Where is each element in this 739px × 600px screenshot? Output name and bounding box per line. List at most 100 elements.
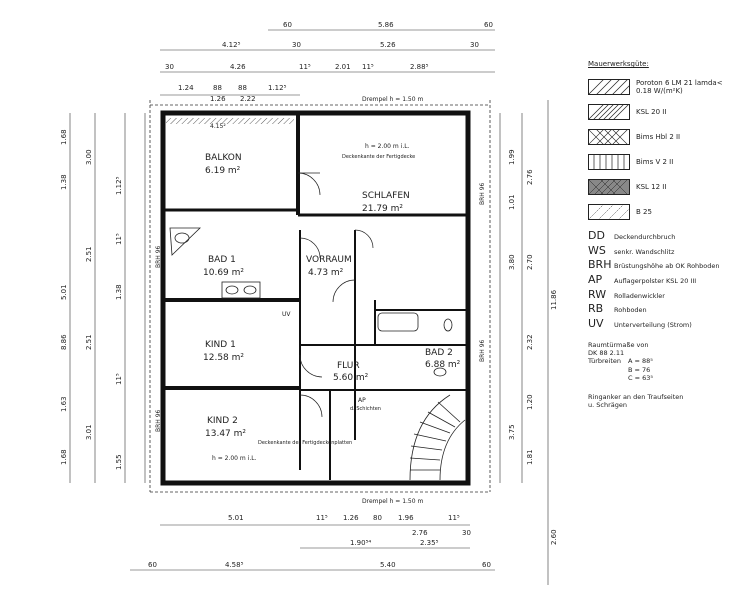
dim-text: 2.22 (240, 95, 256, 103)
abbr-key: BRH (588, 258, 612, 272)
dim-text: 4.26 (230, 63, 246, 71)
dim-text: 11.86 (550, 289, 558, 310)
dim-text: 1.38 (115, 284, 123, 300)
dim-text: 1.68 (60, 449, 68, 465)
legend-material: KSL 20 II (588, 101, 736, 122)
dim-text: 2.76 (412, 529, 428, 537)
dim-text: 11⁵ (115, 373, 123, 385)
dim-text: 2.01 (335, 63, 351, 71)
legend-panel: Mauerwerksgüte: Poroton 6 LM 21 lamda< 0… (588, 60, 736, 410)
balcony-rail (166, 118, 294, 124)
brh-label: BRH 96 (155, 409, 162, 432)
dim-text: 4.12⁵ (222, 41, 241, 49)
room-name-bad1: BAD 1 (208, 255, 236, 265)
dim-text: 2.76 (526, 169, 534, 185)
room-area-kind1: 12.58 m² (203, 353, 244, 363)
note-line: Ringanker an den Traufseiten (588, 392, 684, 401)
toilet-bad2 (433, 318, 453, 377)
legend-notes: Raumtürmaße von DK 88 2.11 Türbreiten A … (588, 341, 736, 410)
dim-text: 2.60 (550, 529, 558, 545)
drempel-lines (149, 100, 491, 493)
abbr-value: Auflagerpolster KSL 20 III (614, 276, 697, 285)
dim-text: 1.96 (398, 514, 414, 522)
ap-note: d. Schichten (350, 406, 381, 412)
dim-text: 2.35⁵ (420, 539, 439, 547)
room-name-balkon: BALKON (205, 153, 242, 163)
dim-text: 1.24 (178, 84, 194, 92)
dim-text: 60 (482, 561, 491, 569)
hatch-swatch-icon (588, 78, 630, 95)
abbr-value: Unterverteilung (Strom) (614, 320, 692, 329)
crosshatch-swatch-icon (588, 128, 630, 145)
abbr-key: UV (588, 316, 604, 330)
dim-text: 5.26 (380, 41, 396, 49)
brh-label: BRH 96 (479, 182, 486, 205)
dim-text: 1.55 (115, 454, 123, 470)
dim-text: 3.75 (508, 424, 516, 440)
abbr-key: DD (588, 229, 605, 243)
dim-text: 60 (484, 21, 493, 29)
interior-walls (163, 113, 468, 480)
note-line: Raumtürmaße von (588, 340, 649, 349)
note-line: A = 88⁵ (628, 357, 653, 366)
legend-material-label: Poroton 6 LM 21 lamda< 0.18 W/(m²K) (636, 78, 723, 95)
right-dimension-labels: 1.99 1.01 2.76 3.80 2.70 11.86 2.32 1.20… (508, 149, 558, 545)
abbr-key: WS (588, 243, 606, 257)
legend-material-label: Bims V 2 II (636, 157, 674, 166)
abbr-value: Brüstungshöhe ab OK Rohboden (614, 262, 720, 271)
dim-text: 3.80 (508, 254, 516, 270)
ap-label: AP (358, 397, 366, 404)
drempel-note: Drempel h = 1.50 m (362, 96, 423, 103)
dim-text: 8.86 (60, 334, 68, 350)
dim-text: 1.99 (508, 149, 516, 165)
dim-text: 30 (165, 63, 174, 71)
balcony-dim: 4.15² (210, 123, 226, 130)
room-area-bad2: 6.88 m² (425, 360, 461, 370)
dim-text: 2.51 (85, 334, 93, 350)
legend-material-label: KSL 12 II (636, 182, 667, 191)
legend-material: KSL 12 II (588, 176, 736, 197)
dim-text: 2.70 (526, 254, 534, 270)
hatch-swatch-icon (588, 203, 630, 220)
dim-text: 1.90⁵⁴ (350, 539, 371, 547)
legend-material: Bims V 2 II (588, 151, 736, 172)
legend-material-label: Bims Hbl 2 II (636, 132, 681, 141)
vertical-swatch-icon (588, 153, 630, 170)
dim-text: 2.88⁵ (410, 63, 429, 71)
note-line: u. Schrägen (588, 401, 627, 410)
dim-text: 5.40 (380, 561, 396, 569)
abbr-key: RB (588, 302, 604, 316)
room-name-kind1: KIND 1 (205, 340, 236, 350)
room-area-kind2: 13.47 m² (205, 429, 246, 439)
room-area-bad1: 10.69 m² (203, 268, 244, 278)
legend-material: Bims Hbl 2 II (588, 126, 736, 147)
dimension-lines (69, 29, 549, 585)
dim-text: 30 (470, 41, 479, 49)
note-line: C = 63⁵ (628, 374, 653, 383)
dim-text: 88 (213, 84, 222, 92)
dim-text: 11⁵ (299, 63, 311, 71)
bathtub-bad1 (169, 227, 201, 256)
abbr-value: Rolladenwickler (614, 291, 665, 300)
room-name-flur: FLUR (337, 361, 360, 371)
dim-text: 2.51 (85, 246, 93, 262)
dim-text: 1.68 (60, 129, 68, 145)
note-line: Türbreiten (588, 357, 621, 366)
dim-text: 5.86 (378, 21, 394, 29)
legend-title: Mauerwerksgüte: (588, 60, 649, 68)
dim-text: 80 (373, 514, 382, 522)
dim-text: 1.01 (508, 194, 516, 210)
dim-text: 1.38 (60, 174, 68, 190)
dim-text: 5.01 (60, 284, 68, 300)
ceiling-height-note: h = 2.00 m i.L. (212, 455, 257, 462)
room-name-bad2: BAD 2 (425, 348, 453, 358)
bathtub-bad2 (377, 312, 419, 332)
room-area-balkon: 6.19 m² (205, 166, 241, 176)
legend-abbr: UV Unterverteilung (Strom) (588, 316, 736, 331)
slab-edge-note: Deckenkante der Fertigdecke (342, 154, 415, 160)
